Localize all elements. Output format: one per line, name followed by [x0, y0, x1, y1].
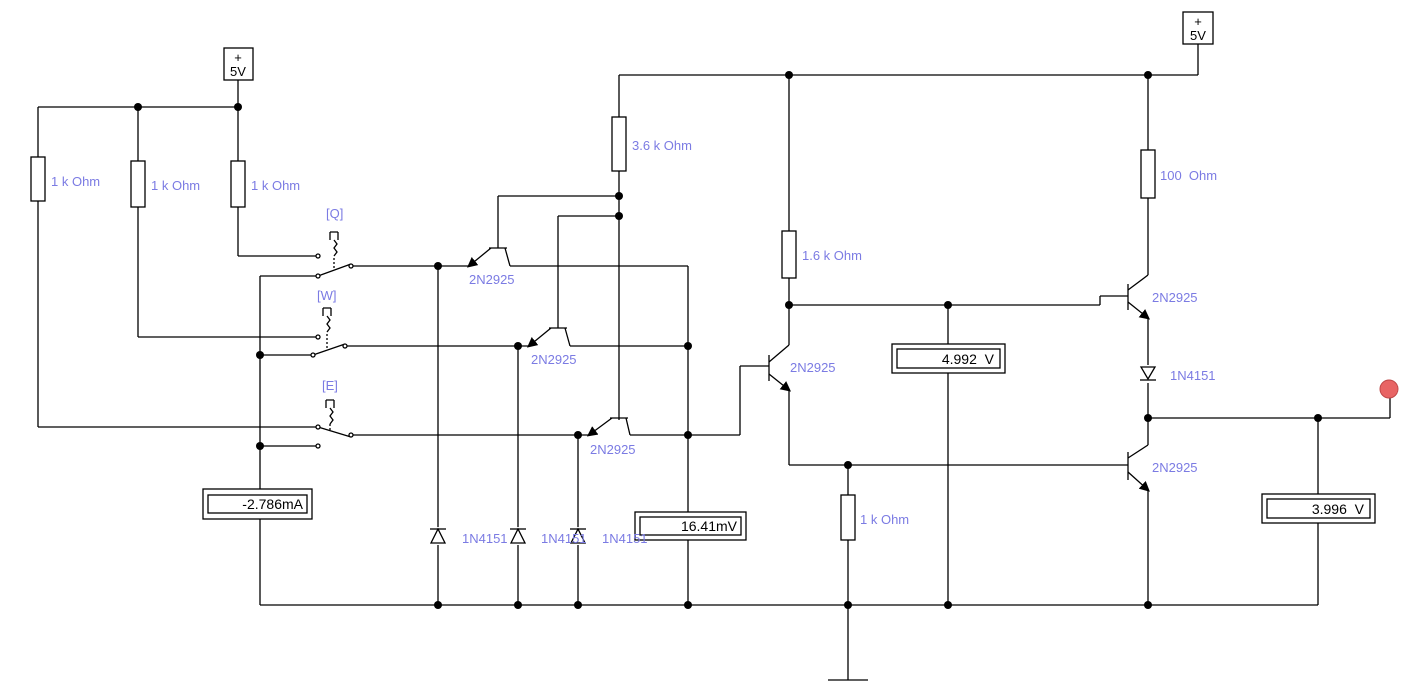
transistor-t2-label: 2N2925	[531, 352, 577, 367]
resistor-r3-label: 1 k Ohm	[251, 178, 300, 193]
diode-d2-label: 1N4151	[541, 531, 587, 546]
diode-d3[interactable]	[569, 527, 587, 544]
probe-lamp-icon[interactable]	[1379, 379, 1399, 399]
labels: 1 k Ohm 1 k Ohm 1 k Ohm 3.6 k Ohm 1.6 k …	[51, 138, 1217, 546]
diode-d3-label: 1N4151	[602, 531, 648, 546]
resistor-r6-label: 100 Ohm	[1160, 168, 1217, 183]
supply-left-plus: +	[234, 50, 242, 65]
wires	[37, 44, 1391, 681]
transistor-t5[interactable]	[1127, 274, 1151, 320]
resistor-r4-label: 3.6 k Ohm	[632, 138, 692, 153]
transistor-t3-label: 2N2925	[590, 442, 636, 457]
resistor-r6[interactable]	[1140, 149, 1156, 199]
resistors	[30, 116, 1156, 541]
switch-w[interactable]	[312, 307, 346, 356]
transistor-t2[interactable]	[526, 327, 571, 348]
voltmeter-right[interactable]: 4.992 V	[891, 343, 1006, 374]
diode-d1[interactable]	[429, 527, 447, 544]
switch-e-label: [E]	[322, 378, 338, 393]
supply-right-voltage: 5V	[1190, 28, 1206, 43]
switch-e[interactable]	[317, 399, 352, 438]
resistor-r2[interactable]	[130, 160, 146, 208]
switches	[310, 231, 354, 449]
voltmeter-mid[interactable]: 16.41mV	[634, 511, 747, 541]
ammeter-reading: -2.786mA	[242, 496, 303, 512]
resistor-r4[interactable]	[611, 116, 627, 172]
switch-w-label: [W]	[317, 288, 337, 303]
resistor-r7[interactable]	[840, 494, 856, 541]
junctions	[134, 71, 1322, 609]
resistor-r1[interactable]	[30, 156, 46, 202]
supply-right-plus: +	[1194, 14, 1202, 29]
transistor-t1-label: 2N2925	[469, 272, 515, 287]
diode-d4-label: 1N4151	[1170, 368, 1216, 383]
voltmeter-right-reading: 4.992 V	[942, 351, 995, 367]
transistor-t1[interactable]	[466, 247, 511, 268]
resistor-r5-label: 1.6 k Ohm	[802, 248, 862, 263]
resistor-r3[interactable]	[230, 160, 246, 208]
transistor-t3[interactable]	[586, 417, 631, 437]
transistor-t6[interactable]	[1127, 444, 1150, 492]
resistor-r1-label: 1 k Ohm	[51, 174, 100, 189]
resistor-r7-label: 1 k Ohm	[860, 512, 909, 527]
resistor-r2-label: 1 k Ohm	[151, 178, 200, 193]
transistor-t5-label: 2N2925	[1152, 290, 1198, 305]
transistor-t4[interactable]	[768, 344, 792, 392]
diodes	[429, 366, 1157, 544]
transistors	[466, 247, 1151, 492]
diode-d1-label: 1N4151	[462, 531, 508, 546]
transistor-t4-label: 2N2925	[790, 360, 836, 375]
supply-left[interactable]: + 5V	[223, 47, 254, 81]
transistor-t6-label: 2N2925	[1152, 460, 1198, 475]
supply-right[interactable]: + 5V	[1182, 11, 1214, 45]
voltmeter-mid-reading: 16.41mV	[681, 518, 738, 534]
diode-d4[interactable]	[1139, 366, 1157, 381]
switch-q[interactable]	[317, 231, 352, 277]
switch-q-label: [Q]	[326, 206, 343, 221]
diode-d2[interactable]	[509, 527, 527, 544]
voltmeter-out[interactable]: 3.996 V	[1261, 493, 1376, 524]
resistor-r5[interactable]	[781, 230, 797, 279]
ammeter[interactable]: -2.786mA	[202, 488, 313, 520]
voltmeter-out-reading: 3.996 V	[1312, 501, 1365, 517]
supply-left-voltage: 5V	[230, 64, 246, 79]
